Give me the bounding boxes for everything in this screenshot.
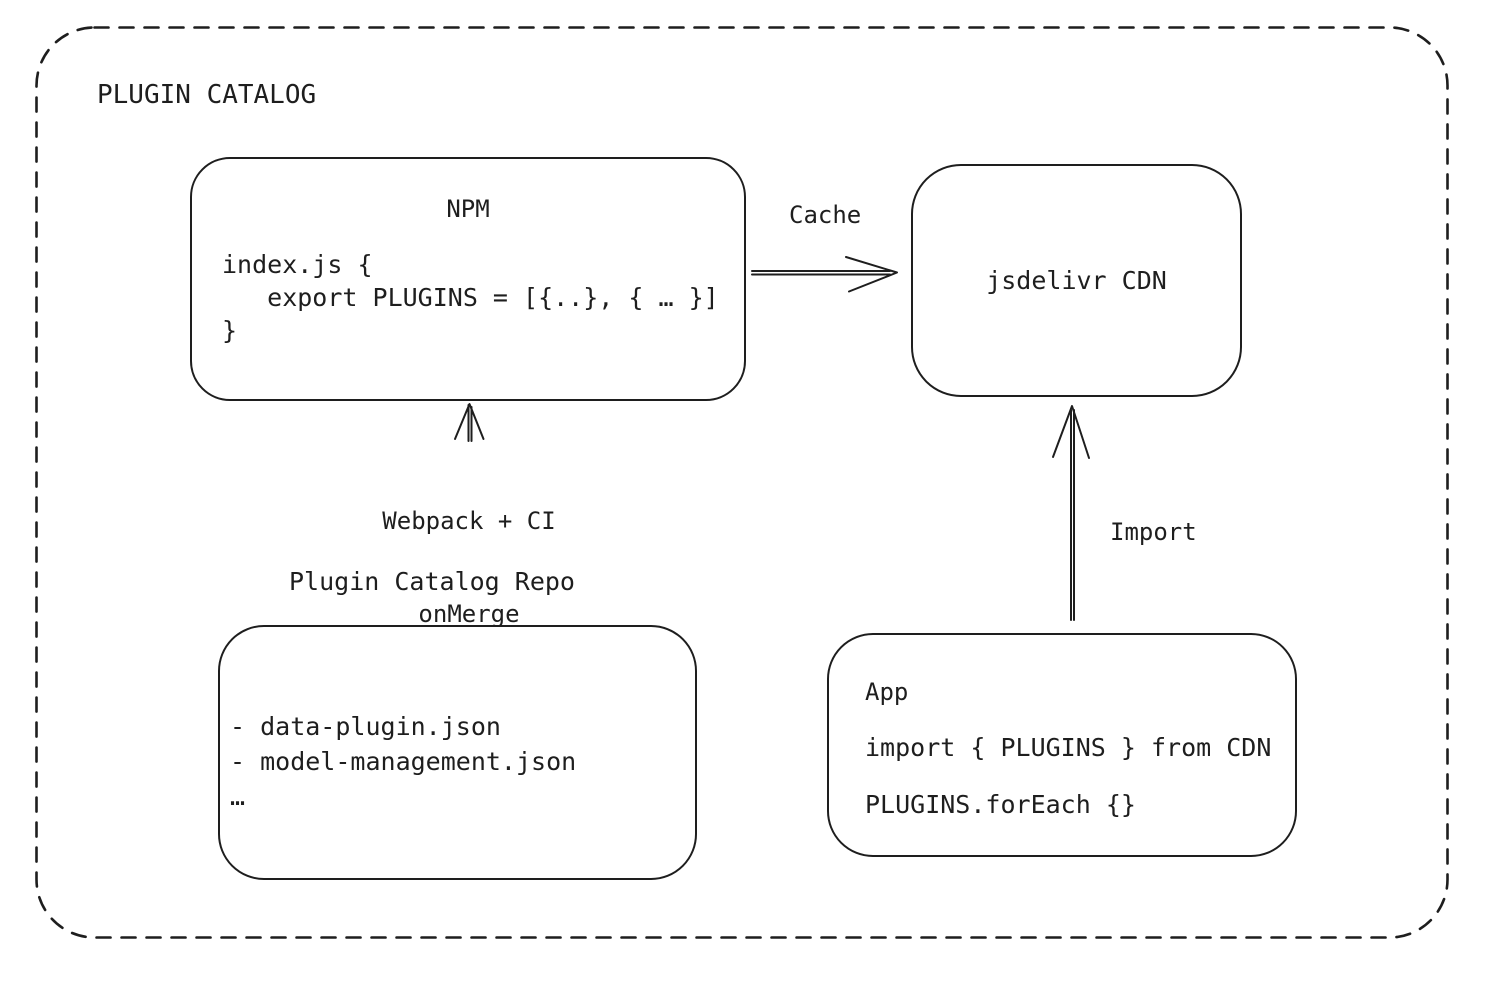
dashed-group-border	[35, 26, 1449, 939]
app-title: App	[865, 678, 909, 706]
app-content: App import { PLUGINS } from CDN PLUGINS.…	[865, 677, 1295, 820]
repo-heading: Plugin Catalog Repo	[289, 567, 575, 596]
repo-file-list: - data-plugin.json - model-management.js…	[230, 709, 695, 814]
node-repo: - data-plugin.json - model-management.js…	[218, 625, 697, 880]
import-arrow	[1052, 405, 1090, 621]
npm-code-line: export PLUGINS = [{..}, { … }]	[222, 283, 719, 312]
npm-code-line: }	[222, 316, 238, 345]
npm-code-line: index.js {	[222, 250, 373, 279]
group-title: PLUGIN CATALOG	[97, 80, 317, 110]
repo-item: - data-plugin.json	[230, 712, 501, 741]
repo-item: - model-management.json	[230, 747, 577, 776]
import-arrow-label: Import	[1110, 517, 1197, 547]
build-arrow-label-line2: onMerge	[418, 600, 520, 628]
cdn-label: jsdelivr CDN	[986, 266, 1167, 295]
build-arrow-label-line1: Webpack + CI	[382, 507, 556, 535]
node-app: App import { PLUGINS } from CDN PLUGINS.…	[827, 633, 1297, 857]
cache-arrow-label: Cache	[789, 200, 862, 230]
npm-title: NPM	[446, 195, 490, 223]
node-npm: NPM index.js { export PLUGINS = [{..}, {…	[190, 157, 746, 401]
npm-code-block: index.js { export PLUGINS = [{..}, { … }…	[222, 248, 744, 347]
repo-item: …	[230, 782, 246, 811]
node-cdn: jsdelivr CDN	[911, 164, 1242, 397]
cache-arrow	[751, 256, 898, 293]
app-code-line: import { PLUGINS } from CDN	[865, 733, 1272, 762]
app-code-line: PLUGINS.forEach {}	[865, 790, 1136, 819]
